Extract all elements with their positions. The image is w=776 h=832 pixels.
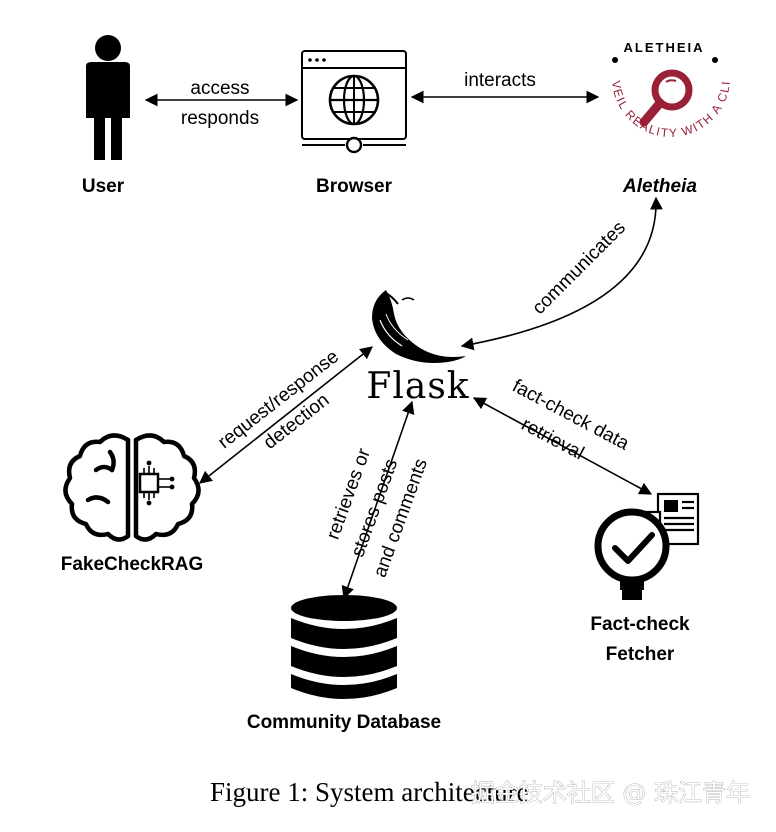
magnifier-icon <box>639 69 693 127</box>
fact-check-fetcher-icon <box>594 492 700 600</box>
flask-label: Flask <box>366 366 469 407</box>
logo-eye-right-icon <box>712 57 718 63</box>
chip-icon <box>138 460 175 506</box>
aletheia-label: Aletheia <box>622 176 697 197</box>
figure-caption: Figure 1: System architecture <box>210 777 529 807</box>
database-icon <box>291 595 397 699</box>
browser-icon <box>301 50 407 154</box>
fact-check-fetcher-label-line2: Fetcher <box>606 644 675 665</box>
edge-label-responds: responds <box>181 108 259 129</box>
edge-flask-fakecheckrag <box>198 346 374 484</box>
fact-check-fetcher-label-line1: Fact-check <box>590 614 690 635</box>
logo-eye-left-icon <box>612 57 618 63</box>
user-icon <box>86 35 130 160</box>
user-label: User <box>82 176 125 197</box>
edge-label-access: access <box>190 78 249 99</box>
community-database-label: Community Database <box>247 712 441 733</box>
edge-label-communicates: communicates <box>528 217 629 318</box>
logo-title: ALETHEIA <box>624 40 705 55</box>
watermark: 掘金技术社区 @ 珠江青年 <box>471 779 750 807</box>
edge-aletheia-flask <box>460 196 663 351</box>
flask-icon <box>372 290 466 363</box>
edge-flask-fetcher <box>472 397 653 495</box>
brain-chip-icon <box>63 433 201 542</box>
edge-label-interacts: interacts <box>464 70 536 91</box>
fakecheckrag-label: FakeCheckRAG <box>61 554 204 575</box>
edge-flask-database <box>341 400 415 600</box>
browser-label: Browser <box>316 176 393 197</box>
